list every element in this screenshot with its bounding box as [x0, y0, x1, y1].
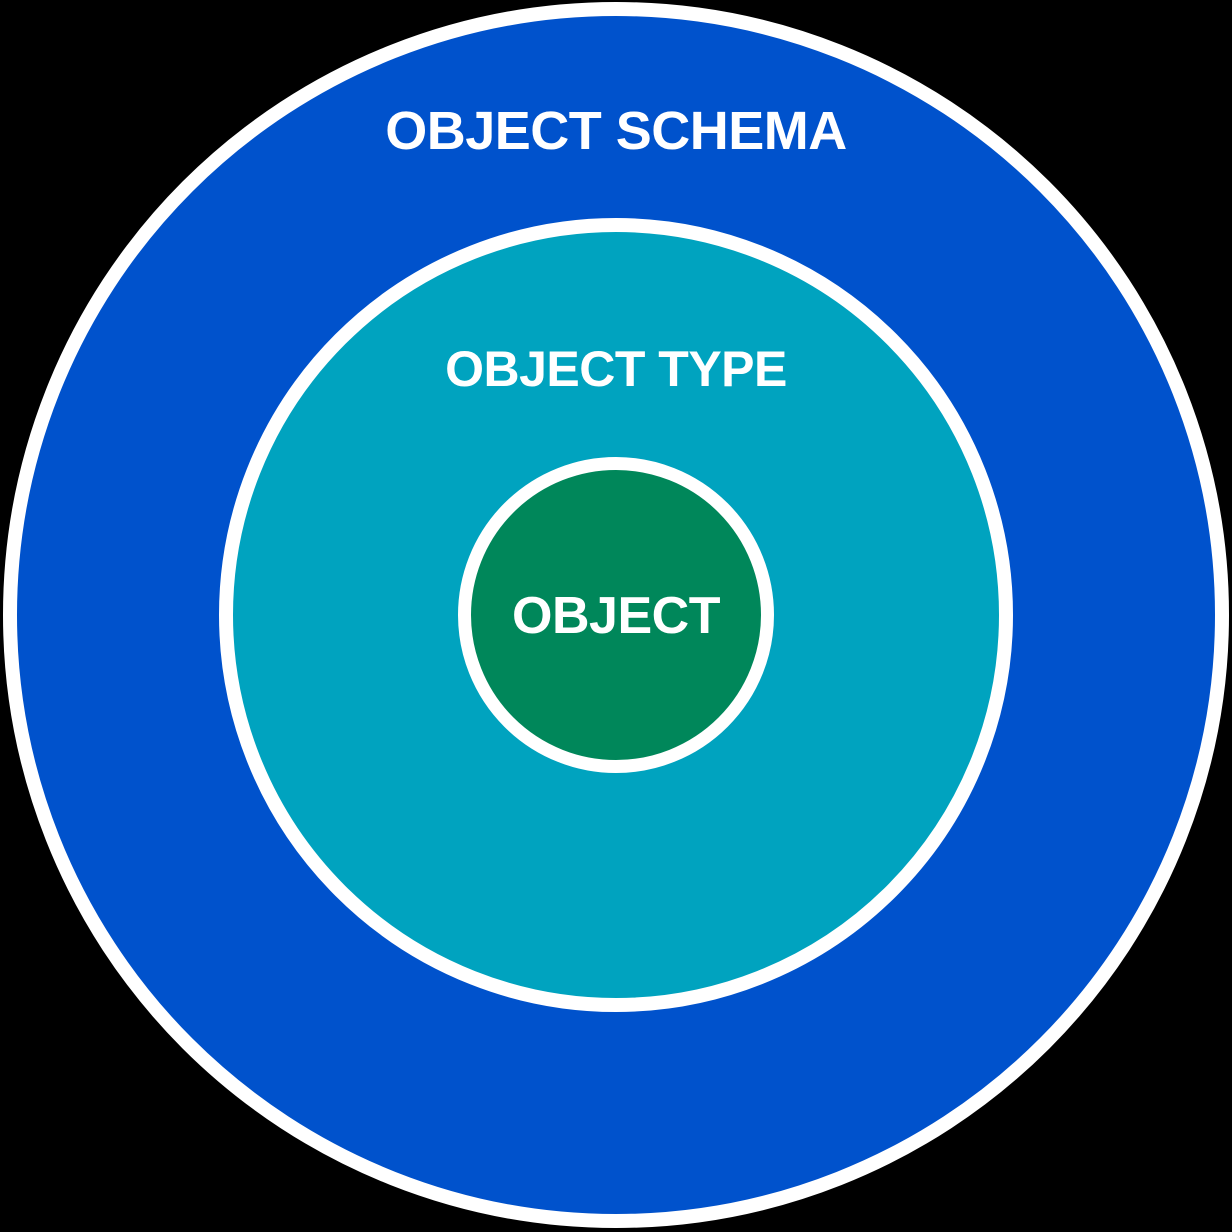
object-schema-label: OBJECT SCHEMA — [385, 101, 847, 161]
object-label: OBJECT — [512, 587, 720, 645]
object-type-label: OBJECT TYPE — [445, 341, 787, 397]
